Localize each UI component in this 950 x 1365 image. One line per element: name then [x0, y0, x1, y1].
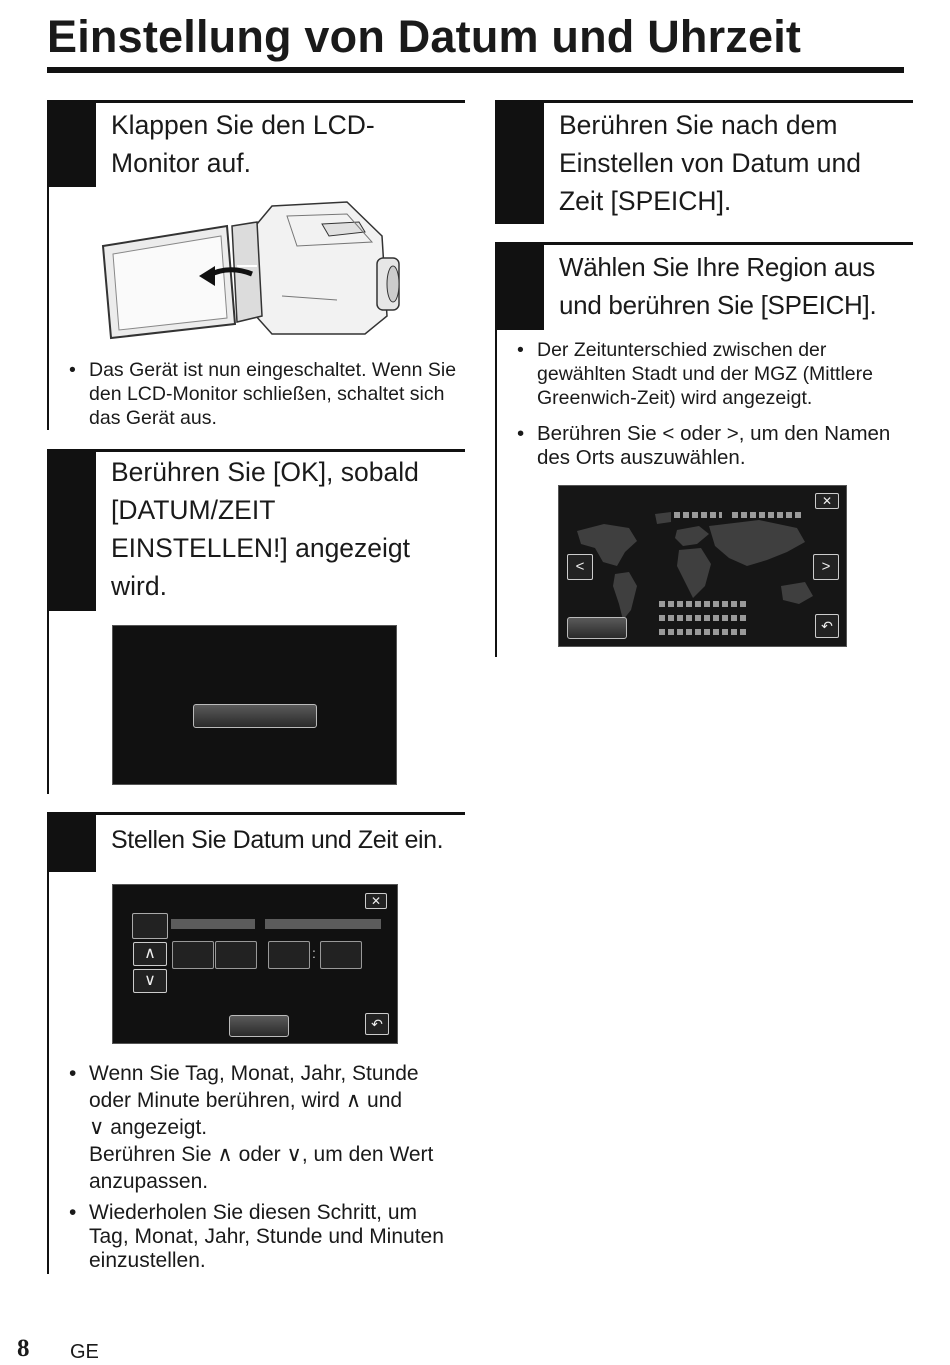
save-button[interactable] — [229, 1015, 289, 1037]
note-text: , um den Namen des Orts auszuwählen. — [537, 422, 891, 469]
step-4: Berühren Sie nach dem Einstellen von Dat… — [495, 100, 913, 224]
step-number-block — [49, 100, 96, 187]
save-button[interactable] — [567, 617, 627, 639]
close-icon[interactable]: ✕ — [815, 493, 839, 509]
up-arrow-icon[interactable]: ∧ — [133, 942, 167, 966]
note-item: Der Zeitunterschied zwischen der gewählt… — [517, 338, 909, 410]
region-info-placeholder — [659, 601, 749, 607]
day-field[interactable] — [172, 941, 214, 969]
note-text: , um den Wert anzupassen. — [89, 1143, 434, 1193]
step-number-block — [49, 449, 96, 611]
datetime-prompt-screen — [112, 625, 397, 785]
step-5: Wählen Sie Ihre Region aus und berühren … — [495, 242, 913, 657]
ok-button[interactable] — [193, 704, 317, 728]
time-placeholder — [732, 512, 804, 518]
region-info-placeholder — [659, 615, 749, 621]
step-heading: Wählen Sie Ihre Region aus und berühren … — [559, 252, 877, 320]
previous-region-button[interactable]: < — [567, 554, 593, 580]
back-icon[interactable]: ↶ — [365, 1013, 389, 1035]
format-field[interactable] — [132, 913, 168, 939]
time-separator: : — [312, 945, 316, 961]
note-text: oder — [680, 422, 722, 445]
note-item: Das Gerät ist nun eingeschaltet. Wenn Si… — [69, 358, 459, 430]
note-text: oder — [238, 1143, 281, 1166]
step-rule — [49, 449, 465, 452]
region-info-placeholder — [659, 629, 749, 635]
note-text: Berühren Sie — [89, 1143, 212, 1166]
down-arrow-icon[interactable]: ∨ — [133, 969, 167, 993]
next-region-button[interactable]: > — [813, 554, 839, 580]
datetime-setting-screen: ✕ ∧ ∨ : ↶ — [112, 884, 398, 1044]
page-title: Einstellung von Datum und Uhrzeit — [47, 11, 802, 62]
step-heading: Klappen Sie den LCD-Monitor auf. — [111, 110, 375, 178]
step-notes: Der Zeitunterschied zwischen der gewählt… — [517, 338, 909, 470]
step-rule — [49, 100, 465, 103]
step-2: Berühren Sie [OK], sobald [DATUM/ZEIT EI… — [47, 449, 465, 794]
note-item: Berühren Sie < oder >, um den Namen des … — [517, 422, 909, 470]
city-name-placeholder — [674, 512, 722, 518]
world-map — [577, 512, 813, 620]
down-arrow-icon: ∨ — [89, 1116, 105, 1139]
page-number: 8 — [17, 1335, 30, 1362]
language-code: GE — [70, 1341, 99, 1363]
step-notes: Das Gerät ist nun eingeschaltet. Wenn Si… — [69, 358, 459, 430]
step-rule — [497, 100, 913, 103]
step-rule — [497, 242, 913, 245]
note-text: Wenn Sie Tag, Monat, Jahr, Stunde oder M… — [89, 1062, 419, 1112]
step-heading: Stellen Sie Datum und Zeit ein. — [111, 826, 444, 854]
step-number-block — [49, 812, 96, 872]
title-rule — [47, 67, 904, 73]
camcorder-illustration — [101, 201, 400, 340]
step-notes: Wenn Sie Tag, Monat, Jahr, Stunde oder M… — [69, 1060, 461, 1273]
right-arrow-icon: > — [726, 422, 739, 445]
minute-field[interactable] — [320, 941, 362, 969]
time-label-bar — [265, 919, 381, 929]
up-arrow-icon: ∧ — [345, 1089, 362, 1112]
step-3: Stellen Sie Datum und Zeit ein. ✕ ∧ ∨ : … — [47, 812, 465, 1274]
down-arrow-icon: ∨ — [286, 1143, 302, 1166]
step-1: Klappen Sie den LCD-Monitor auf. Das Ger… — [47, 100, 465, 430]
step-heading: Berühren Sie nach dem Einstellen von Dat… — [559, 110, 861, 216]
region-select-screen: ✕ < > ↶ — [558, 485, 847, 647]
left-arrow-icon: < — [662, 422, 675, 445]
close-icon[interactable]: ✕ — [365, 893, 387, 909]
step-rule — [49, 812, 465, 815]
step-number-block — [497, 242, 544, 330]
note-item: Wiederholen Sie diesen Schritt, um Tag, … — [69, 1201, 461, 1273]
note-text: und — [367, 1089, 403, 1112]
date-label-bar — [171, 919, 255, 929]
note-text: angezeigt. — [110, 1116, 208, 1139]
month-field[interactable] — [215, 941, 257, 969]
note-text: Berühren Sie — [537, 422, 657, 445]
step-number-block — [497, 100, 544, 224]
back-icon[interactable]: ↶ — [815, 614, 839, 638]
hour-field[interactable] — [268, 941, 310, 969]
up-arrow-icon: ∧ — [217, 1143, 233, 1166]
step-heading: Berühren Sie [OK], sobald [DATUM/ZEIT EI… — [111, 457, 419, 601]
note-item: Wenn Sie Tag, Monat, Jahr, Stunde oder M… — [69, 1060, 461, 1195]
